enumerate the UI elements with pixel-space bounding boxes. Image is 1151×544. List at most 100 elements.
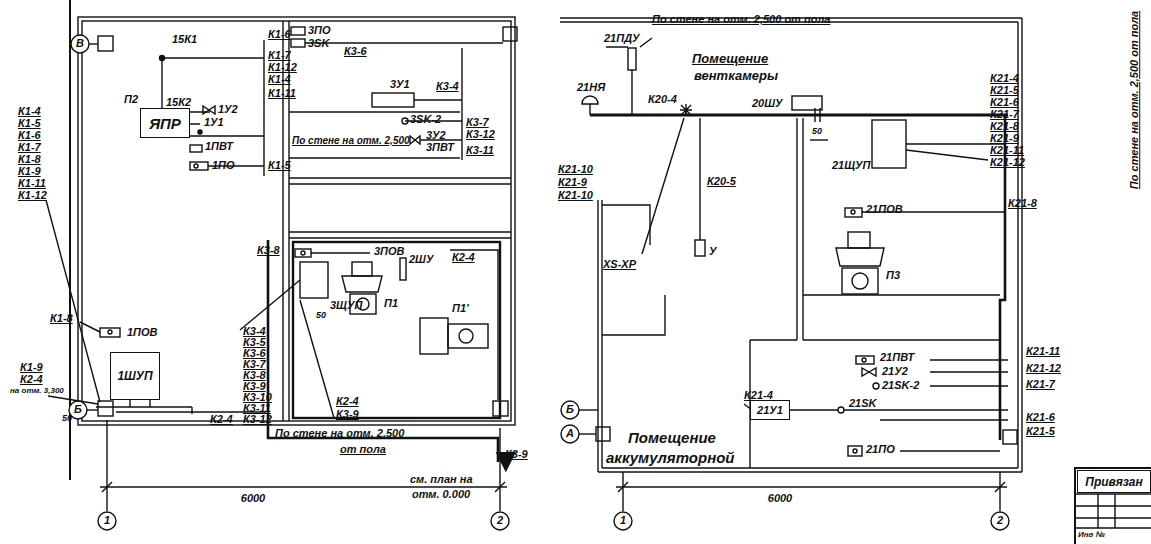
box-label: Привязан: [1085, 475, 1143, 489]
plan-label: 50: [316, 311, 326, 320]
axis-mark: 2: [997, 515, 1003, 527]
plan-label: К1-5: [18, 118, 41, 130]
plan-label: 2ШУ: [409, 254, 433, 266]
plan-label: П3: [886, 270, 900, 282]
plan-label: К3-4: [436, 81, 459, 93]
plan-label: К21-4: [990, 73, 1019, 85]
plan-label: 1ПО: [212, 160, 235, 172]
plan-label: 3SK: [308, 38, 329, 50]
plan-label: К21-10: [558, 190, 593, 202]
plan-label: 3У1: [390, 79, 410, 91]
plan-label: П1': [452, 303, 469, 315]
plan-label: К21-7: [1026, 379, 1055, 391]
plan-label: XS-XP: [603, 259, 636, 271]
axis-mark: Б: [566, 404, 574, 416]
plan-label: К1-8: [18, 154, 41, 166]
plan-label: К1-8: [50, 313, 73, 325]
title-block-cell: Привязан: [1077, 470, 1151, 493]
box-label: 21У1: [757, 404, 783, 416]
plan-label: 21У2: [882, 366, 908, 378]
plan-label: 20ШУ: [752, 98, 782, 110]
plan-label: 21ПВТ: [880, 352, 914, 364]
axis-mark: 2: [497, 515, 503, 527]
plan-label: К21-9: [558, 177, 587, 189]
plan-label: По стене на отм. 2.500: [275, 428, 404, 440]
plan-label: К2-4: [452, 252, 475, 264]
plan-label: 1У1: [204, 117, 224, 129]
plan-label: К21-8: [1008, 198, 1037, 210]
plan-label: К21-7: [990, 109, 1019, 121]
plan-label: К1-7: [268, 50, 291, 62]
plan-label: У: [709, 246, 716, 258]
plan-label: 3У2: [426, 130, 446, 142]
plan-label: 1У2: [218, 104, 238, 116]
plan-label: К3-4: [243, 326, 266, 338]
plan-label: К3-12: [243, 414, 272, 426]
plan-label: 21ПО: [866, 444, 895, 456]
plan-label: К20-5: [707, 176, 736, 188]
plan-label: К2-4: [210, 414, 233, 426]
plan-label: К1-9: [18, 166, 41, 178]
plan-label: К1-12: [268, 62, 297, 74]
equipment-box: 21У1: [750, 400, 790, 420]
axis-mark: 1: [620, 515, 626, 527]
plan-label: К21-10: [558, 164, 593, 176]
plan-label: К21-5: [990, 85, 1019, 97]
plan-label: от пола: [340, 444, 386, 456]
plan-label: К21-6: [990, 97, 1019, 109]
axis-mark: 6000: [768, 493, 792, 505]
plan-label: К1-6: [18, 130, 41, 142]
plan-label: К21-11: [990, 145, 1024, 157]
plan-label: К3-12: [466, 129, 495, 141]
plan-label: К21-12: [1026, 363, 1061, 375]
plan-label: К21-4: [744, 390, 773, 402]
plan-label: По стене на отм. 2,500 от пола: [1129, 11, 1141, 189]
plan-label: Инв №: [1078, 531, 1105, 539]
axis-mark: А: [566, 428, 574, 440]
plan-label: К1-6: [268, 29, 291, 41]
plan-label: К20-4: [648, 94, 677, 106]
plan-label: 3ПВТ: [426, 142, 454, 154]
plan-label: 1ПОВ: [127, 327, 158, 339]
plan-label: К3-8: [243, 370, 266, 382]
plan-label: К3-7: [243, 359, 266, 371]
plan-label: аккумуляторной: [606, 450, 735, 466]
plan-label: 21НЯ: [577, 82, 605, 94]
axis-mark: 1: [104, 515, 110, 527]
plan-label: К3-11: [466, 145, 494, 157]
axis-mark: В: [76, 38, 84, 50]
plan-label: К1-4: [18, 106, 41, 118]
plan-label: К3-6: [344, 46, 367, 58]
plan-label: К3-9: [336, 409, 359, 421]
plan-label: К3-6: [243, 348, 266, 360]
plan-label: П2: [124, 94, 138, 106]
plan-label: К2-4: [336, 396, 359, 408]
plan-label: см. план на: [410, 474, 473, 486]
plan-label: 1ПВТ: [205, 141, 233, 153]
plan-label: К3-9: [505, 449, 528, 461]
axis-mark: 6000: [241, 493, 265, 505]
plan-label: К21-6: [1026, 412, 1055, 424]
plan-label: К1-4: [268, 74, 291, 86]
equipment-box: ЯПР: [140, 108, 190, 138]
plan-label: 50: [812, 127, 822, 136]
plan-label: К3-9: [243, 381, 266, 393]
plan-label: 21ПОВ: [866, 204, 903, 216]
plan-label: К21-12: [990, 157, 1025, 169]
plan-label: К3-5: [243, 337, 266, 349]
plan-label: К2-4: [20, 374, 43, 386]
plan-label: отм. 0.000: [412, 489, 470, 501]
plan-label: Помещение: [692, 52, 768, 66]
plan-label: По стене на отм. 2,500 от пола: [652, 14, 830, 26]
plan-label: К1-7: [18, 142, 41, 154]
plan-label: 3ПО: [308, 25, 331, 37]
plan-label: Помещение: [628, 430, 716, 446]
plan-label: К3-11: [243, 403, 271, 415]
plan-label: 21ПДУ: [604, 33, 640, 45]
plan-label: 21ЩУП: [832, 160, 870, 172]
plan-label: К21-8: [990, 121, 1019, 133]
plan-label: К3-10: [243, 392, 272, 404]
plan-label: 3SK-2: [410, 114, 441, 126]
plan-label: 3ЩУП: [330, 300, 362, 312]
